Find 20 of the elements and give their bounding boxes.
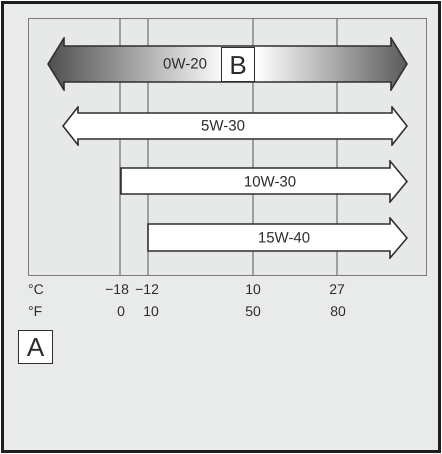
axis-label: 27 — [329, 280, 345, 298]
axis-label: 10 — [143, 302, 159, 320]
grade-label: 10W-30 — [244, 172, 296, 190]
grade-label: 5W-30 — [201, 117, 245, 135]
range-band — [62, 106, 408, 146]
unit-label: °F — [28, 302, 42, 320]
range-band — [120, 160, 408, 203]
callout-letter: A — [18, 330, 53, 364]
range-band — [147, 217, 408, 259]
axis-label: 0 — [117, 302, 125, 320]
grade-label: 15W-40 — [258, 229, 310, 247]
axis-label: 10 — [245, 280, 261, 298]
axis-label: −12 — [135, 280, 159, 298]
callout-letter: B — [221, 47, 255, 82]
axis-label: 50 — [245, 302, 261, 320]
axis-label: 80 — [330, 302, 346, 320]
axis-label: −18 — [105, 280, 129, 298]
unit-label: °C — [28, 280, 44, 298]
grade-label: 0W-20 — [163, 55, 207, 73]
range-band — [47, 37, 408, 91]
